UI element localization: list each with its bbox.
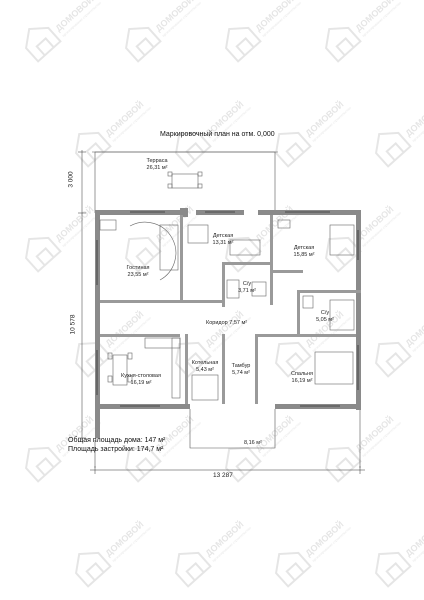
room-wc2-name: С/у [320,310,330,316]
house-logo-icon [125,446,162,483]
room-kitchen-area: 16,19 м² [130,380,152,386]
house-logo-icon [275,551,312,588]
room-bedroom-name: Спальня [290,371,314,377]
room-wc1: С/у 3,71 м² [232,281,262,295]
house-logo-icon [75,551,112,588]
room-kids2-name: Детская [293,245,315,251]
outer-walls [95,208,361,438]
room-kids1: Детская 13,31 м² [203,233,243,247]
house-logo-icon [225,26,262,63]
house-logo-icon [375,551,412,588]
house-logo-icon [125,26,162,63]
room-wc2: С/у 5,05 м² [310,310,340,324]
dimension-lines [78,150,365,474]
porch-outline [189,409,276,449]
house-logo-icon [175,551,212,588]
terrace-outline [92,151,278,213]
room-wc2-area: 5,05 м² [316,317,334,323]
dim-terrace-depth: 3 000 [67,171,75,188]
house-logo-icon [275,131,312,168]
room-boiler-name: Котельная [191,360,219,366]
room-kids1-name: Детская [212,233,234,239]
house-logo-icon [225,446,262,483]
room-bedroom-area: 16,19 м² [291,378,313,384]
room-vestibule-name: Тамбур [231,363,251,369]
interior-walls [100,215,361,404]
house-logo-icon [25,446,62,483]
room-bedroom: Спальня 16,19 м² [282,371,322,385]
room-wc1-area: 3,71 м² [238,288,256,294]
room-boiler: Котельная 5,43 м² [188,360,222,374]
room-kitchen: Кухня-столовая 16,19 м² [112,373,170,387]
porch-area: 8,16 м² [244,440,262,446]
house-logo-icon [325,236,362,273]
house-logo-icon [375,131,412,168]
plan-title: Маркировочный план на отм. 0,000 [160,131,275,138]
built-area-summary: Площадь застройки: 174,7 м² [68,446,164,453]
room-corridor: Коридор 7,57 м² [206,320,247,327]
room-kids1-area: 13,31 м² [212,240,234,246]
room-kitchen-name: Кухня-столовая [121,373,161,379]
house-logo-icon [325,26,362,63]
house-logo-icon [325,446,362,483]
furniture [99,171,355,401]
room-kids2: Детская 15,85 м² [284,245,324,259]
windows [96,211,359,407]
room-terrace-area: 26,31 м² [146,165,168,171]
room-wc1-name: С/у [242,281,252,287]
house-logo-icon [125,236,162,273]
house-logo-icon [25,236,62,273]
house-logo-icon [225,236,262,273]
dim-house-depth: 10 578 [69,314,77,335]
room-terrace: Терраса 26,31 м² [137,158,177,172]
room-living-area: 23,55 м² [127,272,149,278]
room-corridor-area: 7,57 м² [229,320,248,326]
room-living: Гостиная 23,55 м² [116,265,160,279]
room-vestibule-area: 5,74 м² [232,370,250,376]
room-kids2-area: 15,85 м² [293,252,315,258]
total-area-summary: Общая площадь дома: 147 м² [68,437,166,444]
room-vestibule: Тамбур 5,74 м² [226,363,256,377]
room-boiler-area: 5,43 м² [196,367,214,373]
house-logo-icon [175,131,212,168]
house-logo-icon [275,341,312,378]
house-logo-icon [375,341,412,378]
house-logo-icon [25,26,62,63]
house-logo-icon [75,131,112,168]
room-living-name: Гостиная [126,265,150,271]
room-terrace-name: Терраса [146,158,168,164]
dim-house-width: 13 287 [213,472,233,479]
room-corridor-name: Коридор [206,320,228,326]
